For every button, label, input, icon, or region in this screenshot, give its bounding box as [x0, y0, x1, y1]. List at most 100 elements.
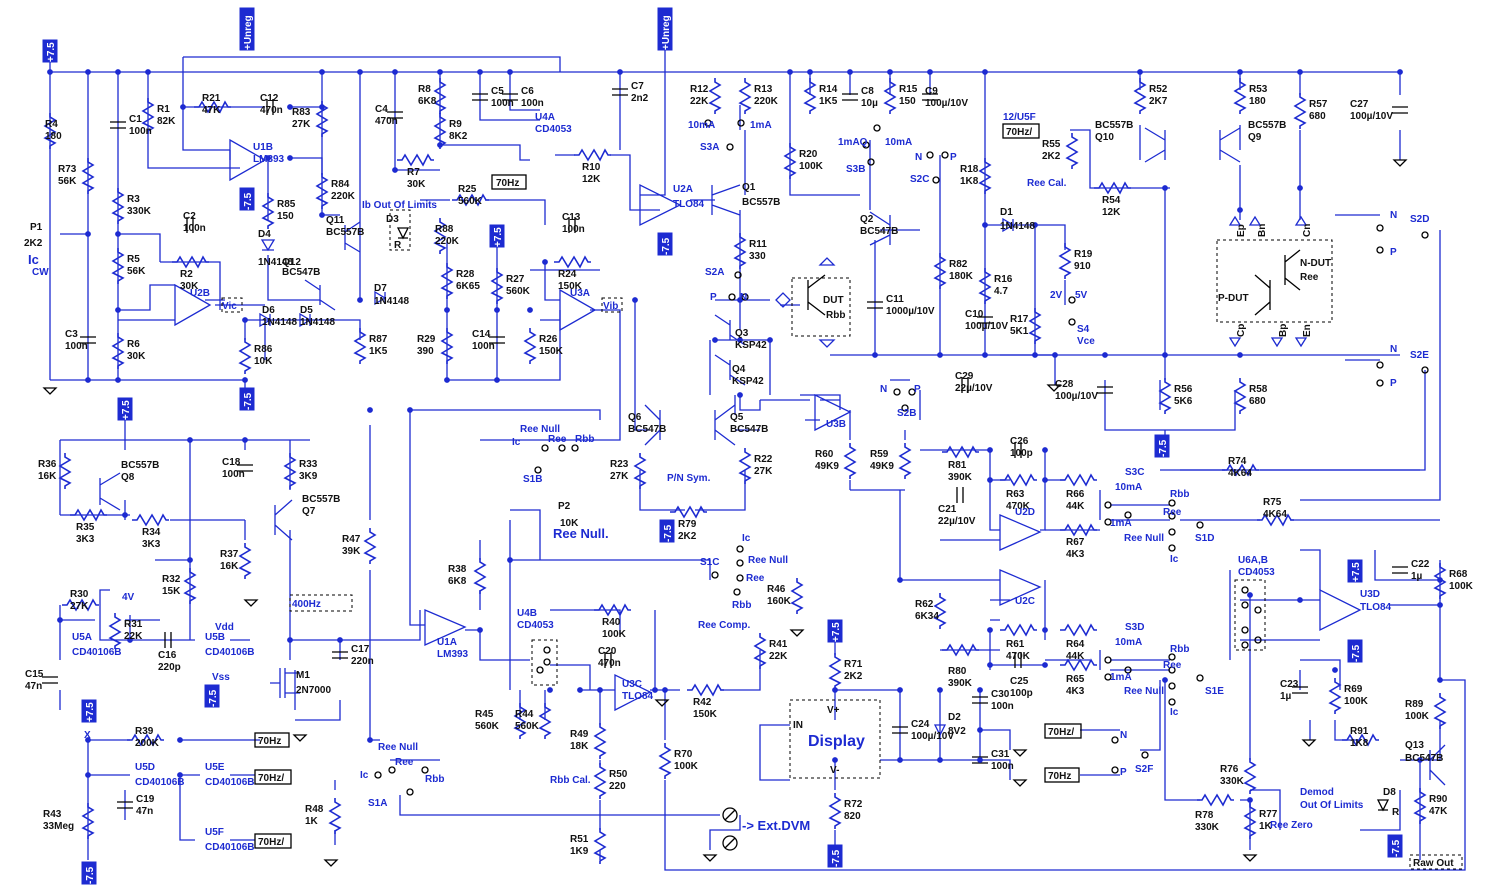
- switch-contact[interactable]: [1104, 518, 1112, 526]
- switch-contact[interactable]: [1241, 626, 1249, 634]
- resistor-value: 100K: [799, 161, 824, 172]
- switch-contact[interactable]: [1104, 656, 1112, 664]
- switch-contact[interactable]: [741, 293, 749, 301]
- resistor-body-r73: [81, 158, 95, 194]
- switch-contact[interactable]: [908, 388, 916, 396]
- junction-dot: [177, 772, 183, 778]
- switch-contacts[interactable]: [374, 119, 1429, 796]
- capacitor-value: 100n: [65, 341, 88, 352]
- ext-dvm-connector[interactable]: [722, 807, 738, 851]
- switch-contact[interactable]: [736, 545, 744, 553]
- capacitor-ref: C20: [598, 646, 617, 657]
- switch-contact[interactable]: [406, 788, 414, 796]
- switch-contact[interactable]: [1168, 512, 1176, 520]
- switch-contact[interactable]: [1168, 544, 1176, 552]
- switch-contact[interactable]: [926, 151, 934, 159]
- resistor-body-r80: [942, 643, 979, 657]
- switch-contact[interactable]: [728, 293, 736, 301]
- switch-contact[interactable]: [932, 176, 940, 184]
- capacitor-body-c9: [922, 93, 938, 101]
- junction-dot: [115, 377, 121, 383]
- switch-contact[interactable]: [543, 646, 551, 654]
- junction-dot: [1237, 352, 1243, 358]
- switch-contact[interactable]: [862, 141, 870, 149]
- switch-contact[interactable]: [893, 388, 901, 396]
- switch-contact[interactable]: [1196, 521, 1204, 529]
- switch-contact[interactable]: [1104, 673, 1112, 681]
- resistor-value: 560K: [506, 286, 531, 297]
- switch-contact[interactable]: [374, 771, 382, 779]
- switch-contact[interactable]: [726, 143, 734, 151]
- rail-neg-label-2: -7.5: [661, 237, 672, 255]
- switch-contact[interactable]: [534, 466, 542, 474]
- resistor-value: 100K: [1405, 711, 1430, 722]
- switch-contact[interactable]: [736, 559, 744, 567]
- switch-contact[interactable]: [1376, 246, 1384, 254]
- switch-contact[interactable]: [1376, 379, 1384, 387]
- switch-contact[interactable]: [541, 444, 549, 452]
- resistor-ref: R27: [506, 274, 525, 285]
- junction-dot: [1052, 352, 1058, 358]
- switch-contact[interactable]: [1111, 736, 1119, 744]
- freq-70-tag-u5e: 70Hz/: [258, 773, 284, 784]
- switch-contact[interactable]: [1376, 361, 1384, 369]
- switch-contact[interactable]: [704, 119, 712, 127]
- junction-dot: [977, 687, 983, 693]
- switch-contact[interactable]: [1421, 231, 1429, 239]
- s1d-ree-label: Ree: [1163, 507, 1182, 518]
- switch-contact[interactable]: [1168, 698, 1176, 706]
- switch-contact[interactable]: [1376, 224, 1384, 232]
- switch-contact[interactable]: [941, 151, 949, 159]
- switch-contact[interactable]: [1241, 641, 1249, 649]
- switch-contact[interactable]: [1111, 766, 1119, 774]
- switch-contact[interactable]: [1124, 666, 1132, 674]
- switch-contact[interactable]: [733, 588, 741, 596]
- s2d-p-label: P: [1390, 247, 1397, 258]
- switch-contact[interactable]: [421, 766, 429, 774]
- switch-contact[interactable]: [1241, 586, 1249, 594]
- switch-contact[interactable]: [1168, 666, 1176, 674]
- resistor-value: 150K: [693, 709, 718, 720]
- switch-contact[interactable]: [901, 404, 909, 412]
- switch-contact[interactable]: [711, 571, 719, 579]
- switch-contact[interactable]: [1168, 528, 1176, 536]
- switch-contact[interactable]: [571, 444, 579, 452]
- resistor-value: 15K: [162, 586, 181, 597]
- switch-contact[interactable]: [1254, 636, 1262, 644]
- switch-contact[interactable]: [543, 658, 551, 666]
- switch-contact[interactable]: [736, 574, 744, 582]
- semi-value: BC547B: [730, 424, 768, 435]
- resistor-ref: R28: [456, 269, 475, 280]
- switch-contact[interactable]: [1168, 682, 1176, 690]
- switch-contact[interactable]: [734, 271, 742, 279]
- switch-contact[interactable]: [1241, 601, 1249, 609]
- switch-contact[interactable]: [1141, 751, 1149, 759]
- switch-contact[interactable]: [867, 158, 875, 166]
- switch-contact[interactable]: [1196, 674, 1204, 682]
- junction-dot: [1137, 69, 1143, 75]
- switch-contact[interactable]: [873, 124, 881, 132]
- switch-contact[interactable]: [388, 766, 396, 774]
- switch-contact[interactable]: [1421, 366, 1429, 374]
- resistor-body-r6: [111, 333, 125, 369]
- switch-contact[interactable]: [1068, 296, 1076, 304]
- switch-contact[interactable]: [558, 444, 566, 452]
- switch-contact[interactable]: [737, 119, 745, 127]
- switch-contact[interactable]: [1168, 499, 1176, 507]
- switch-contact[interactable]: [1168, 653, 1176, 661]
- switch-contact[interactable]: [1068, 318, 1076, 326]
- junction-dot: [1437, 577, 1443, 583]
- switch-contact[interactable]: [536, 666, 544, 674]
- switch-contact[interactable]: [1104, 501, 1112, 509]
- switch-contact[interactable]: [1124, 511, 1132, 519]
- switch-contact[interactable]: [1254, 606, 1262, 614]
- resistor-body-r49: [593, 723, 607, 759]
